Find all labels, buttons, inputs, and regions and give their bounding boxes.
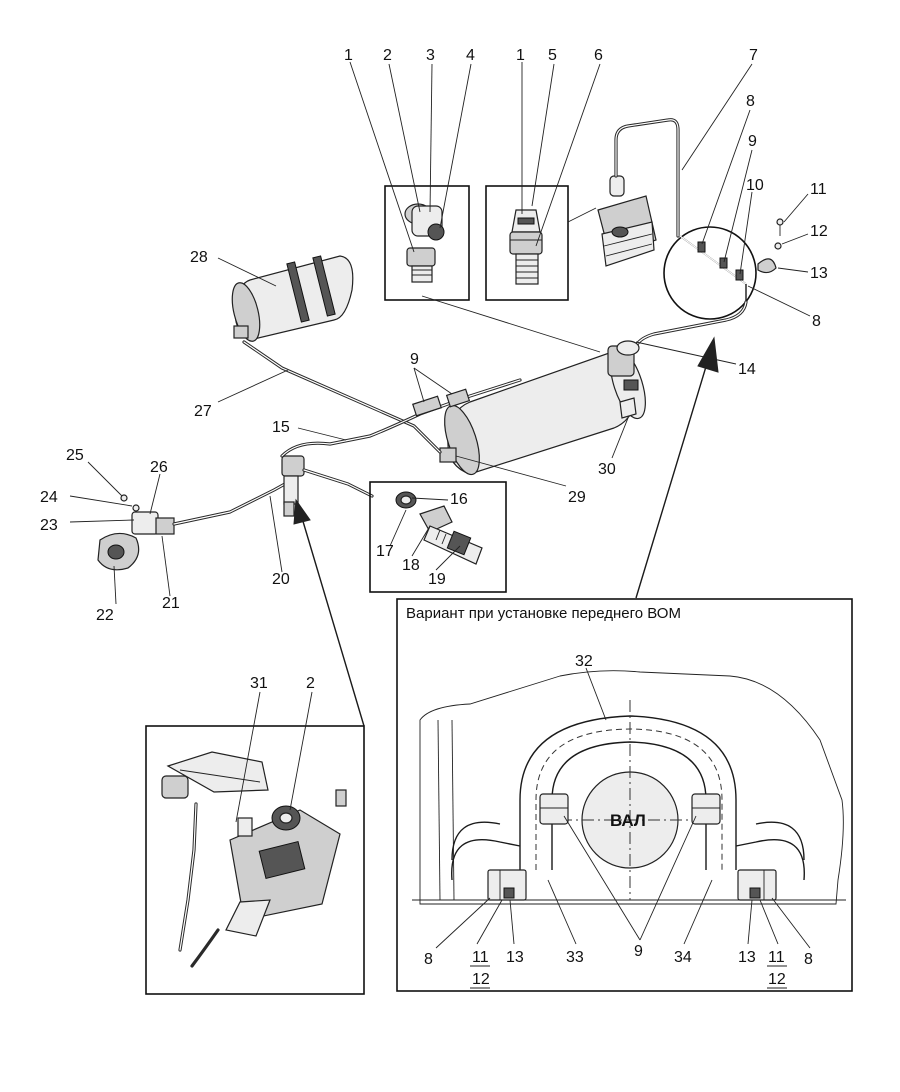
callout-24: 24 — [40, 489, 58, 506]
callout-10: 10 — [746, 177, 764, 194]
valve-install-detail-box — [145, 725, 365, 995]
callout-7: 7 — [749, 47, 758, 64]
callout-19: 19 — [428, 571, 446, 588]
callout-29: 29 — [568, 489, 586, 506]
callout-2: 2 — [383, 47, 392, 64]
pipe-bracket-detail — [663, 218, 784, 320]
callout-11: 11 — [810, 181, 827, 198]
callout-22: 22 — [96, 607, 114, 624]
callout-26: 26 — [150, 459, 168, 476]
callout-31: 31 — [250, 675, 268, 692]
callout-11-b: 11 — [472, 949, 489, 966]
callout-9-b: 9 — [410, 351, 419, 368]
callout-leaders — [69, 61, 811, 823]
callout-23: 23 — [40, 517, 58, 534]
callout-13-b: 13 — [506, 949, 524, 966]
callout-8-c: 8 — [424, 951, 433, 968]
callout-8-d: 8 — [804, 951, 813, 968]
callout-6: 6 — [594, 47, 603, 64]
callout-2-b: 2 — [306, 675, 315, 692]
callout-20: 20 — [272, 571, 290, 588]
valve-detail-box-right — [485, 185, 569, 301]
callout-1: 1 — [344, 47, 353, 64]
callout-13-c: 13 — [738, 949, 756, 966]
callout-12: 12 — [810, 223, 828, 240]
callout-3: 3 — [426, 47, 435, 64]
callout-9: 9 — [748, 133, 757, 150]
callout-27: 27 — [194, 403, 212, 420]
tee-connector — [281, 455, 305, 517]
callout-11-c: 11 — [768, 949, 785, 966]
callout-13: 13 — [810, 265, 828, 282]
callout-16: 16 — [450, 491, 468, 508]
callout-8-b: 8 — [812, 313, 821, 330]
callout-28: 28 — [190, 249, 208, 266]
callout-34: 34 — [674, 949, 692, 966]
variant-caption: Вариант при установке переднего ВОМ — [406, 605, 681, 622]
brake-chamber — [597, 175, 657, 267]
callout-14: 14 — [738, 361, 756, 378]
callout-25: 25 — [66, 447, 84, 464]
callout-9-c: 9 — [634, 943, 643, 960]
callout-5: 5 — [548, 47, 557, 64]
callout-15: 15 — [272, 419, 290, 436]
callout-33: 33 — [566, 949, 584, 966]
callout-17: 17 — [376, 543, 394, 560]
coupling-detail-box — [369, 481, 507, 593]
front-pto-variant-box: Вариант при установке переднего ВОМ ВАЛ — [396, 598, 853, 992]
callout-21: 21 — [162, 595, 180, 612]
callout-1-b: 1 — [516, 47, 525, 64]
shaft-label: ВАЛ — [610, 811, 646, 830]
callout-12-b: 12 — [472, 971, 490, 988]
valve-detail-box-left — [384, 185, 470, 301]
callout-4: 4 — [466, 47, 475, 64]
brake-valve-left — [97, 494, 175, 571]
receiver-large — [439, 340, 646, 476]
callout-8: 8 — [746, 93, 755, 110]
callout-18: 18 — [402, 557, 420, 574]
callout-12-c: 12 — [768, 971, 786, 988]
receiver-small — [231, 255, 354, 342]
callout-32: 32 — [575, 653, 593, 670]
callout-numbers: 1 2 3 4 1 5 6 7 8 9 10 11 12 13 8 14 28 … — [40, 47, 828, 988]
callout-30: 30 — [598, 461, 616, 478]
